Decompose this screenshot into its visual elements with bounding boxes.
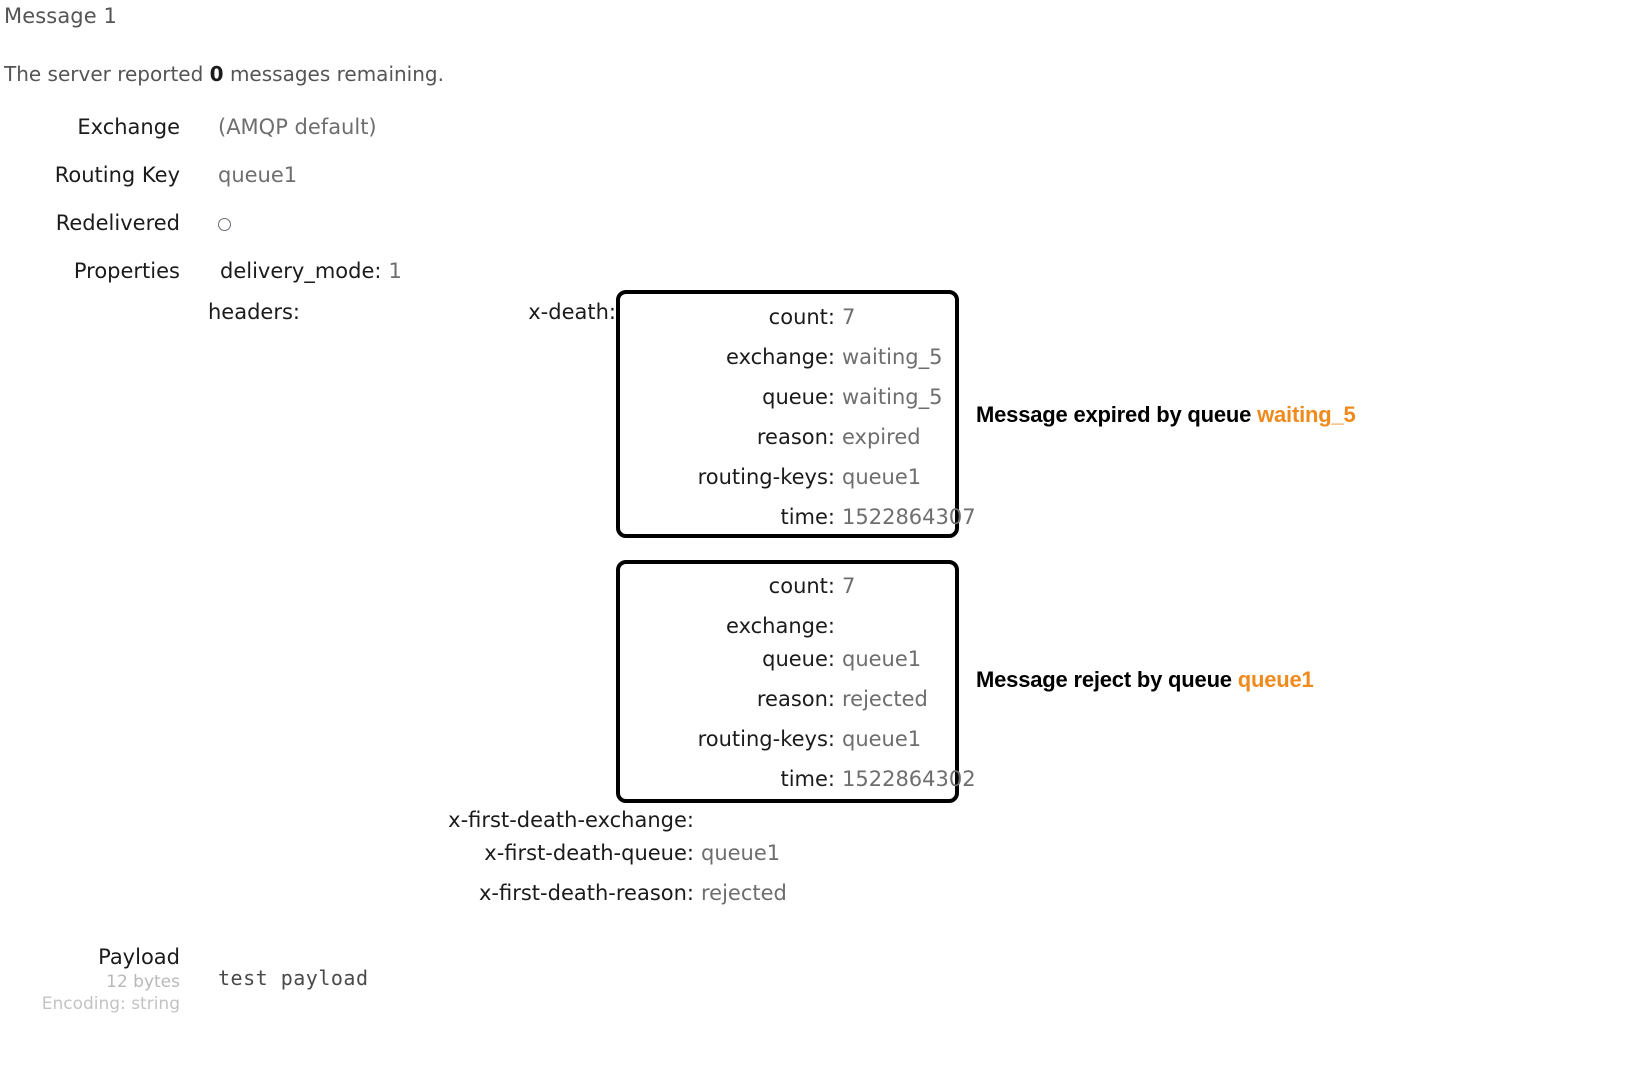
- x-death-1-count-key: count:: [768, 305, 835, 329]
- property-delivery-mode: delivery_mode:1: [220, 259, 402, 283]
- x-death-2-row-routing-keys: routing-keys: queue1: [620, 729, 935, 750]
- x-first-death-exchange-row: x-first-death-exchange:: [200, 808, 694, 832]
- x-death-2-time-value: 1522864302: [842, 767, 976, 791]
- x-death-entry-box-1: count: 7 exchange: waiting_5 queue: waiting…: [616, 290, 976, 538]
- x-death-1-count-value: 7: [842, 305, 856, 329]
- empty-circle-icon: [218, 218, 231, 231]
- annotation-message-reject: Message reject by queue queue1: [976, 667, 1314, 693]
- x-death-1-row-time: time: 1522864307: [620, 505, 975, 529]
- x-death-2-routing-keys-value: queue1: [842, 727, 922, 751]
- x-death-1-reason-value: expired: [842, 425, 921, 449]
- x-death-2-reason-value: rejected: [842, 687, 928, 711]
- x-death-1-time-key: time:: [780, 505, 835, 529]
- x-death-2-row-count: count: 7: [620, 576, 935, 597]
- annotation-reject-prefix: Message reject by queue: [976, 667, 1238, 692]
- x-first-death-queue-value: queue1: [701, 841, 781, 865]
- x-death-1-time-value: 1522864307: [842, 505, 976, 529]
- x-death-2-row-exchange: exchange:: [620, 616, 935, 637]
- x-death-1-reason-key: reason:: [756, 425, 835, 449]
- annotation-message-expired: Message expired by queue waiting_5: [976, 402, 1356, 428]
- x-first-death-queue-row: x-first-death-queue: queue1: [200, 841, 780, 865]
- server-report-suffix: messages remaining.: [223, 62, 444, 86]
- field-value-exchange: (AMQP default): [218, 115, 377, 139]
- payload-encoding: Encoding: string: [41, 994, 180, 1014]
- x-death-1-row-exchange: exchange: waiting_5: [620, 345, 942, 369]
- x-death-key-label: x-death:: [528, 300, 616, 324]
- payload-byte-count: 12 bytes: [106, 972, 180, 992]
- x-death-2-count-key: count:: [768, 574, 835, 598]
- x-death-1-queue-value: waiting_5: [842, 385, 943, 409]
- field-label-redelivered: Redelivered: [55, 211, 180, 235]
- field-label-properties: Properties: [73, 259, 180, 283]
- payload-body: test payload: [218, 966, 369, 990]
- x-death-2-time-key: time:: [780, 767, 835, 791]
- x-death-1-row-routing-keys: routing-keys: queue1: [620, 467, 935, 488]
- property-delivery-mode-key: delivery_mode:: [220, 259, 382, 283]
- x-death-2-queue-key: queue:: [762, 647, 835, 671]
- server-report-prefix: The server reported: [4, 62, 210, 86]
- field-label-routing-key: Routing Key: [54, 163, 180, 187]
- x-death-1-row-count: count: 7: [620, 307, 935, 328]
- x-death-1-queue-key: queue:: [762, 385, 835, 409]
- x-death-2-exchange-key: exchange:: [726, 614, 835, 638]
- x-first-death-exchange-key: x-first-death-exchange:: [448, 808, 694, 832]
- x-death-1-exchange-value: waiting_5: [842, 345, 943, 369]
- x-death-1-row-queue: queue: waiting_5: [620, 385, 942, 409]
- x-death-2-row-time: time: 1522864302: [620, 767, 975, 791]
- server-report-count: 0: [209, 62, 224, 86]
- x-death-2-routing-keys-key: routing-keys:: [697, 727, 835, 751]
- property-delivery-mode-value: 1: [388, 259, 402, 283]
- x-death-1-routing-keys-value: queue1: [842, 465, 922, 489]
- server-report-line: The server reported 0 messages remaining…: [4, 62, 444, 86]
- annotation-reject-highlight: queue1: [1237, 667, 1314, 692]
- field-label-exchange: Exchange: [77, 115, 180, 139]
- x-death-2-reason-key: reason:: [756, 687, 835, 711]
- payload-label: Payload: [98, 945, 180, 969]
- x-first-death-reason-row: x-first-death-reason: rejected: [200, 881, 787, 905]
- x-death-2-queue-value: queue1: [842, 647, 922, 671]
- x-death-2-row-queue: queue: queue1: [620, 649, 935, 670]
- field-value-routing-key: queue1: [218, 163, 298, 187]
- message-title: Message 1: [4, 4, 117, 28]
- x-first-death-queue-key: x-first-death-queue:: [484, 841, 694, 865]
- x-death-1-exchange-key: exchange:: [726, 345, 835, 369]
- x-death-2-row-reason: reason: rejected: [620, 689, 935, 710]
- x-death-2-count-value: 7: [842, 574, 856, 598]
- annotation-expired-highlight: waiting_5: [1257, 402, 1356, 427]
- x-first-death-reason-value: rejected: [701, 881, 787, 905]
- x-death-1-row-reason: reason: expired: [620, 427, 935, 448]
- x-death-entry-box-2: count:7 exchange: queue:queue1 reason:re…: [616, 560, 976, 803]
- x-first-death-reason-key: x-first-death-reason:: [479, 881, 694, 905]
- headers-key-label: headers:: [208, 300, 300, 324]
- annotation-expired-prefix: Message expired by queue: [976, 402, 1258, 427]
- x-death-1-routing-keys-key: routing-keys:: [697, 465, 835, 489]
